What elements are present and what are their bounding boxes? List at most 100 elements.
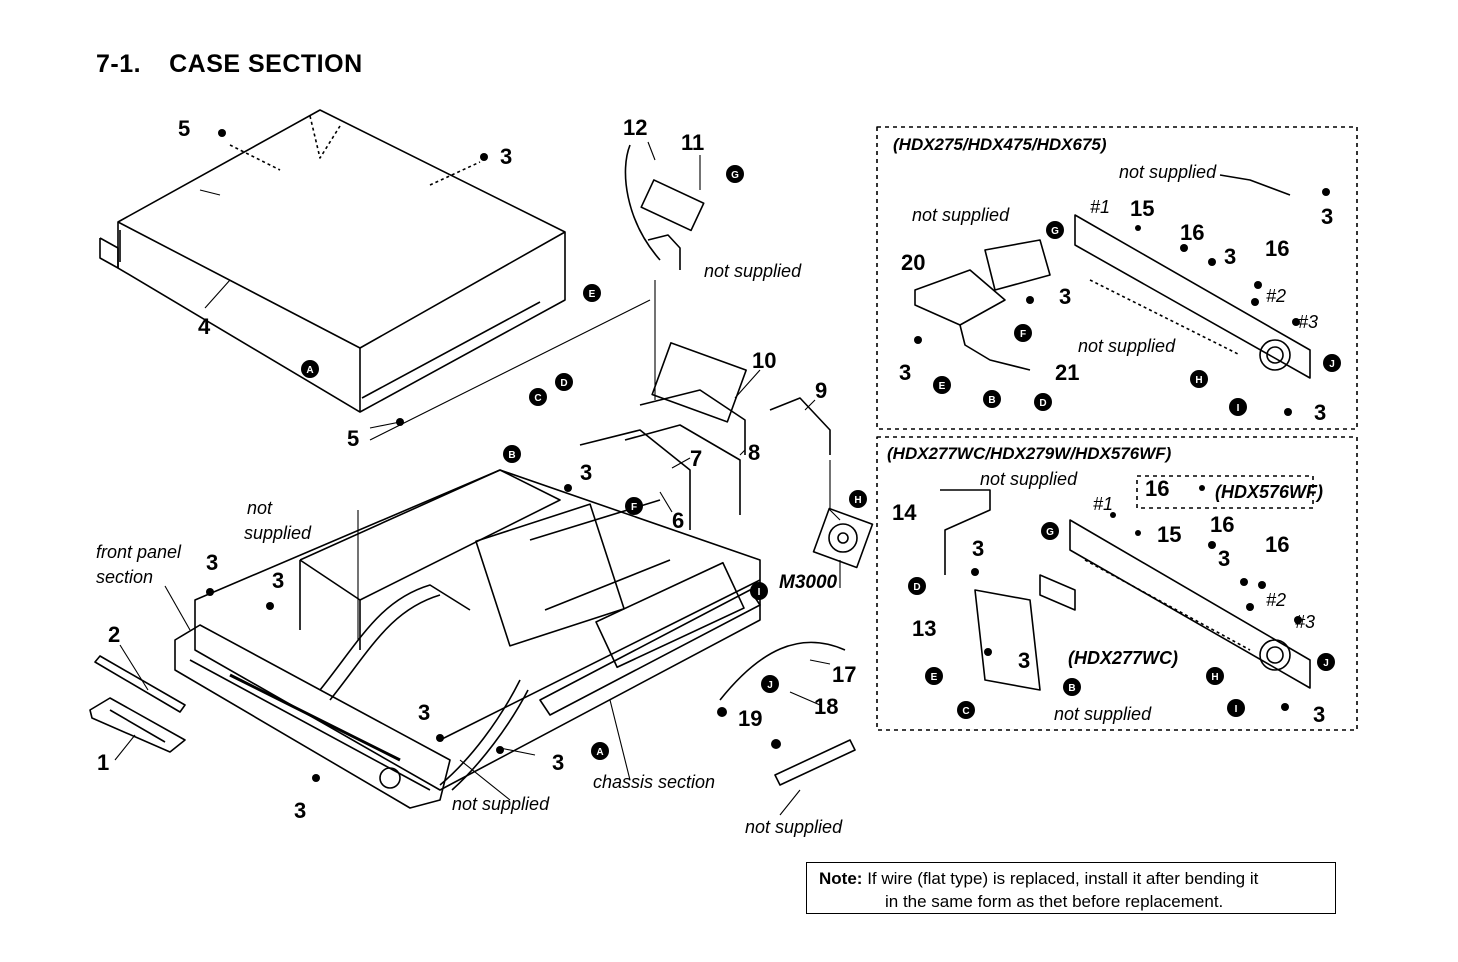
pin-label-1b: #1 [1093,494,1113,514]
pin-labels: #1 #2 #3 #1 #2 #3 [1090,197,1318,632]
note-g2-not-supplied-2: not supplied [1054,704,1152,724]
svg-text:C: C [962,706,969,717]
callout-g1-20: 20 [901,250,925,275]
svg-text:I: I [758,587,761,598]
callout-g2-14: 14 [892,500,917,525]
callout-3d: 3 [272,568,284,593]
connector-B1: B [503,445,521,463]
callout-19: 19 [738,706,762,731]
connector-E1: E [583,284,601,302]
connector-F1: F [625,497,643,515]
pin-label-3b: #3 [1295,612,1315,632]
connector-I1: I [750,582,768,600]
svg-text:A: A [596,747,603,758]
callout-g1-21: 21 [1055,360,1079,385]
connector-g2H: H [1206,667,1224,685]
svg-text:G: G [1046,527,1054,538]
note-not-supplied-1: not supplied [704,261,802,281]
callout-3f: 3 [552,750,564,775]
connector-C1: C [529,388,547,406]
svg-text:G: G [731,170,739,181]
leader-lines [114,141,841,816]
note-line-2: in the same form as thet before replacem… [885,892,1224,911]
svg-text:E: E [589,289,596,300]
callout-g1-16a: 16 [1180,220,1204,245]
svg-text:I: I [1237,403,1240,414]
top-cover [99,109,566,413]
svg-text:E: E [939,381,946,392]
svg-text:D: D [560,378,567,389]
callout-3b: 3 [580,460,592,485]
connector-H1: H [849,490,867,508]
connector-g1J: J [1323,354,1341,372]
callout-g2-16b: 16 [1265,532,1289,557]
note-label: Note: [819,869,863,888]
connector-g2B: B [1063,678,1081,696]
callout-5b: 5 [347,426,359,451]
note-hdx277wc: (HDX277WC) [1068,648,1178,668]
note-box: Note: If wire (flat type) is replaced, i… [806,862,1336,914]
group2-parts [940,489,1311,691]
hdx576wf-box [1136,475,1314,509]
svg-text:B: B [508,450,515,461]
italic-notes: not supplied not supplied not supplied n… [96,162,1323,837]
connector-g2D: D [908,577,926,595]
pin-label-3a: #3 [1298,312,1318,332]
connector-D1: D [555,373,573,391]
callout-g1-15: 15 [1130,196,1154,221]
group2-box [876,436,1358,731]
note-section: section [96,567,153,587]
group2-title: (HDX277WC/HDX279W/HDX576WF) [887,444,1172,463]
connector-badges: A A B C D E F G H I J G F E B D H I J G … [301,165,1341,760]
callout-g2-16c: 16 [1145,476,1169,501]
callout-g2-3a: 3 [972,536,984,561]
callout-10: 10 [752,348,776,373]
callout-9: 9 [815,378,827,403]
svg-text:F: F [631,502,637,513]
pin-label-2a: #2 [1266,286,1286,306]
callout-g1-16b: 16 [1265,236,1289,261]
svg-text:C: C [534,393,541,404]
callout-g1-3c: 3 [1059,284,1071,309]
svg-text:H: H [854,495,861,506]
svg-text:E: E [931,672,938,683]
svg-text:J: J [1329,359,1335,370]
connector-g1F: F [1014,324,1032,342]
section-number: 7-1. [96,50,142,78]
pin-label-2b: #2 [1266,590,1286,610]
callout-g2-3d: 3 [1313,702,1325,727]
callout-m3000: M3000 [779,572,838,593]
svg-text:H: H [1211,672,1218,683]
callout-g2-13: 13 [912,616,936,641]
note-line-1: If wire (flat type) is replaced, install… [867,869,1259,888]
connector-g1H: H [1190,370,1208,388]
note-g1-not-supplied-3: not supplied [1078,336,1176,356]
note-not-supplied-4: not supplied [745,817,843,837]
connector-g2E: E [925,667,943,685]
callout-g1-3a: 3 [1321,204,1333,229]
callout-3e: 3 [418,700,430,725]
callout-g1-3d: 3 [899,360,911,385]
callout-g2-3b: 3 [1218,546,1230,571]
callout-7: 7 [690,446,702,471]
connector-g2C: C [957,701,975,719]
callout-4: 4 [198,314,211,339]
connector-g2J: J [1317,653,1335,671]
brackets [579,144,831,530]
note-g1-not-supplied-1: not supplied [1119,162,1217,182]
svg-text:G: G [1051,226,1059,237]
callout-g2-3c: 3 [1018,648,1030,673]
note-g2-not-supplied-1: not supplied [980,469,1078,489]
callout-18: 18 [814,694,838,719]
callout-11: 11 [681,130,704,155]
connector-g1G: G [1046,221,1064,239]
callout-3a: 3 [500,144,512,169]
chassis-base [194,469,761,791]
connector-A2: A [591,742,609,760]
note-hdx576wf: (HDX576WF) [1215,482,1323,502]
callout-6: 6 [672,508,684,533]
front-panel [89,624,451,809]
group1-title: (HDX275/HDX475/HDX675) [893,135,1107,154]
note-not-supplied-3: not supplied [452,794,550,814]
